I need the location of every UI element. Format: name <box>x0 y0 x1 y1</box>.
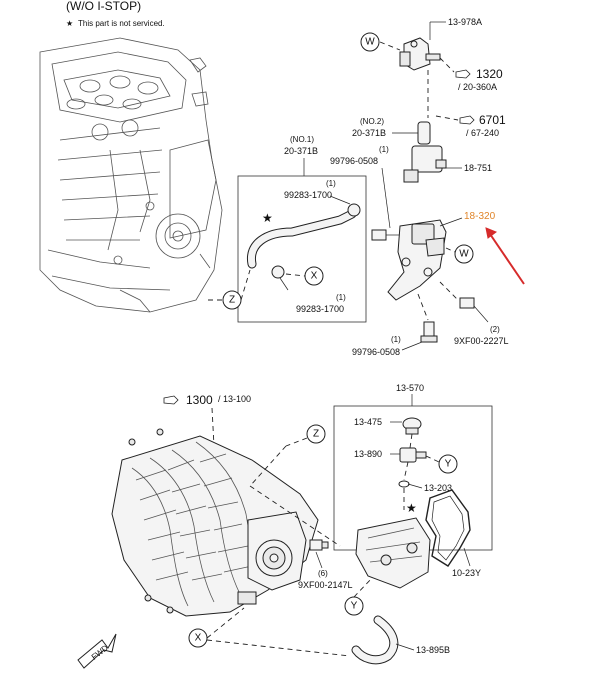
hose-no2 <box>417 121 431 145</box>
part-18-320 <box>387 219 447 301</box>
callout-w-right <box>454 244 474 264</box>
part-18-751 <box>403 145 447 183</box>
label-no2: (NO.2) <box>360 117 384 126</box>
no1-hose-box <box>237 175 367 323</box>
not-serviced-note: This part is not serviced. <box>78 19 165 28</box>
part-13-890 <box>399 447 427 463</box>
label-9xf00-2147l: 9XF00-2147L <box>298 580 353 590</box>
label-99796-0508-a: 99796-0508 <box>330 156 378 166</box>
hand-pointer-icon <box>455 69 471 79</box>
callout-w-right-letter: W <box>459 249 469 260</box>
callout-w-top-letter: W <box>365 37 375 48</box>
callout-y-upper <box>438 454 458 474</box>
bolt-99796-a <box>371 229 400 241</box>
hand-pointer-icon <box>459 115 475 125</box>
star-13-570: ★ <box>406 501 417 515</box>
label-99796-0508-b: 99796-0508 <box>352 347 400 357</box>
ref-67-240: / 67-240 <box>466 128 499 138</box>
label-10-23y: 10-23Y <box>452 568 481 578</box>
ref-1300: 1300 <box>186 393 213 407</box>
throttle-body <box>237 511 307 605</box>
bolt-9xf00-2147l <box>309 539 329 551</box>
qty-9xf00-2147l: (6) <box>318 569 328 578</box>
label-18-320: 18-320 <box>464 211 496 222</box>
label-13-475: 13-475 <box>354 417 382 427</box>
ref-13-100: / 13-100 <box>218 394 251 404</box>
diagram-title: (W/O I-STOP) <box>66 0 141 13</box>
qty-99796-b: (1) <box>391 335 401 344</box>
label-9xf00-2227l: 9XF00-2227L <box>454 336 509 346</box>
bolt-99796-b <box>420 321 438 343</box>
label-99283-1700-top: 99283-1700 <box>284 190 332 200</box>
clamp-99283-top <box>347 203 361 217</box>
label-20-371b-no1: 20-371B <box>284 146 318 156</box>
qty-99796-a: (1) <box>379 145 389 154</box>
label-18-751: 18-751 <box>464 163 492 173</box>
highlight-arrow <box>485 227 525 285</box>
label-13-203: 13-203 <box>424 483 452 493</box>
label-13-978a: 13-978A <box>448 17 482 27</box>
label-13-570: 13-570 <box>396 383 424 393</box>
ref-1320: 1320 <box>476 67 503 81</box>
qty-99283-top: (1) <box>326 179 336 188</box>
fwd-arrow-icon: FWD <box>77 633 117 669</box>
hand-pointer-icon <box>163 395 179 405</box>
part-13-570-cover <box>355 517 431 589</box>
callout-w-top <box>360 32 380 52</box>
callout-x-upper-letter: X <box>311 271 318 282</box>
qty-9xf00-2227l: (2) <box>490 325 500 334</box>
callout-z-lower <box>306 424 326 444</box>
not-serviced-star: ★ <box>66 19 73 28</box>
callout-x-lower-letter: X <box>195 633 202 644</box>
label-13-890: 13-890 <box>354 449 382 459</box>
ref-6701: 6701 <box>479 113 506 127</box>
callout-y-upper-letter: Y <box>445 459 452 470</box>
part-13-978a <box>399 37 441 71</box>
engine-block-illustration <box>39 37 223 313</box>
part-13-475 <box>402 417 422 435</box>
qty-99283-bot: (1) <box>336 293 346 302</box>
label-99283-1700-bot: 99283-1700 <box>296 304 344 314</box>
label-no1: (NO.1) <box>290 135 314 144</box>
part-13-203 <box>398 480 410 488</box>
ref-20-360a: / 20-360A <box>458 82 497 92</box>
star-no1: ★ <box>262 211 273 225</box>
label-20-371b-no2: 20-371B <box>352 128 386 138</box>
callout-z-lower-letter: Z <box>313 429 319 440</box>
hose-20-371b-no1 <box>246 209 357 269</box>
clamp-99283-bottom <box>271 265 285 279</box>
bolt-9xf00-2227l <box>459 297 475 309</box>
part-13-895b <box>351 615 399 665</box>
part-10-23y <box>425 489 471 567</box>
callout-y-lower-letter: Y <box>351 601 358 612</box>
callout-z-upper-letter: Z <box>229 295 235 306</box>
label-13-895b: 13-895B <box>416 645 450 655</box>
